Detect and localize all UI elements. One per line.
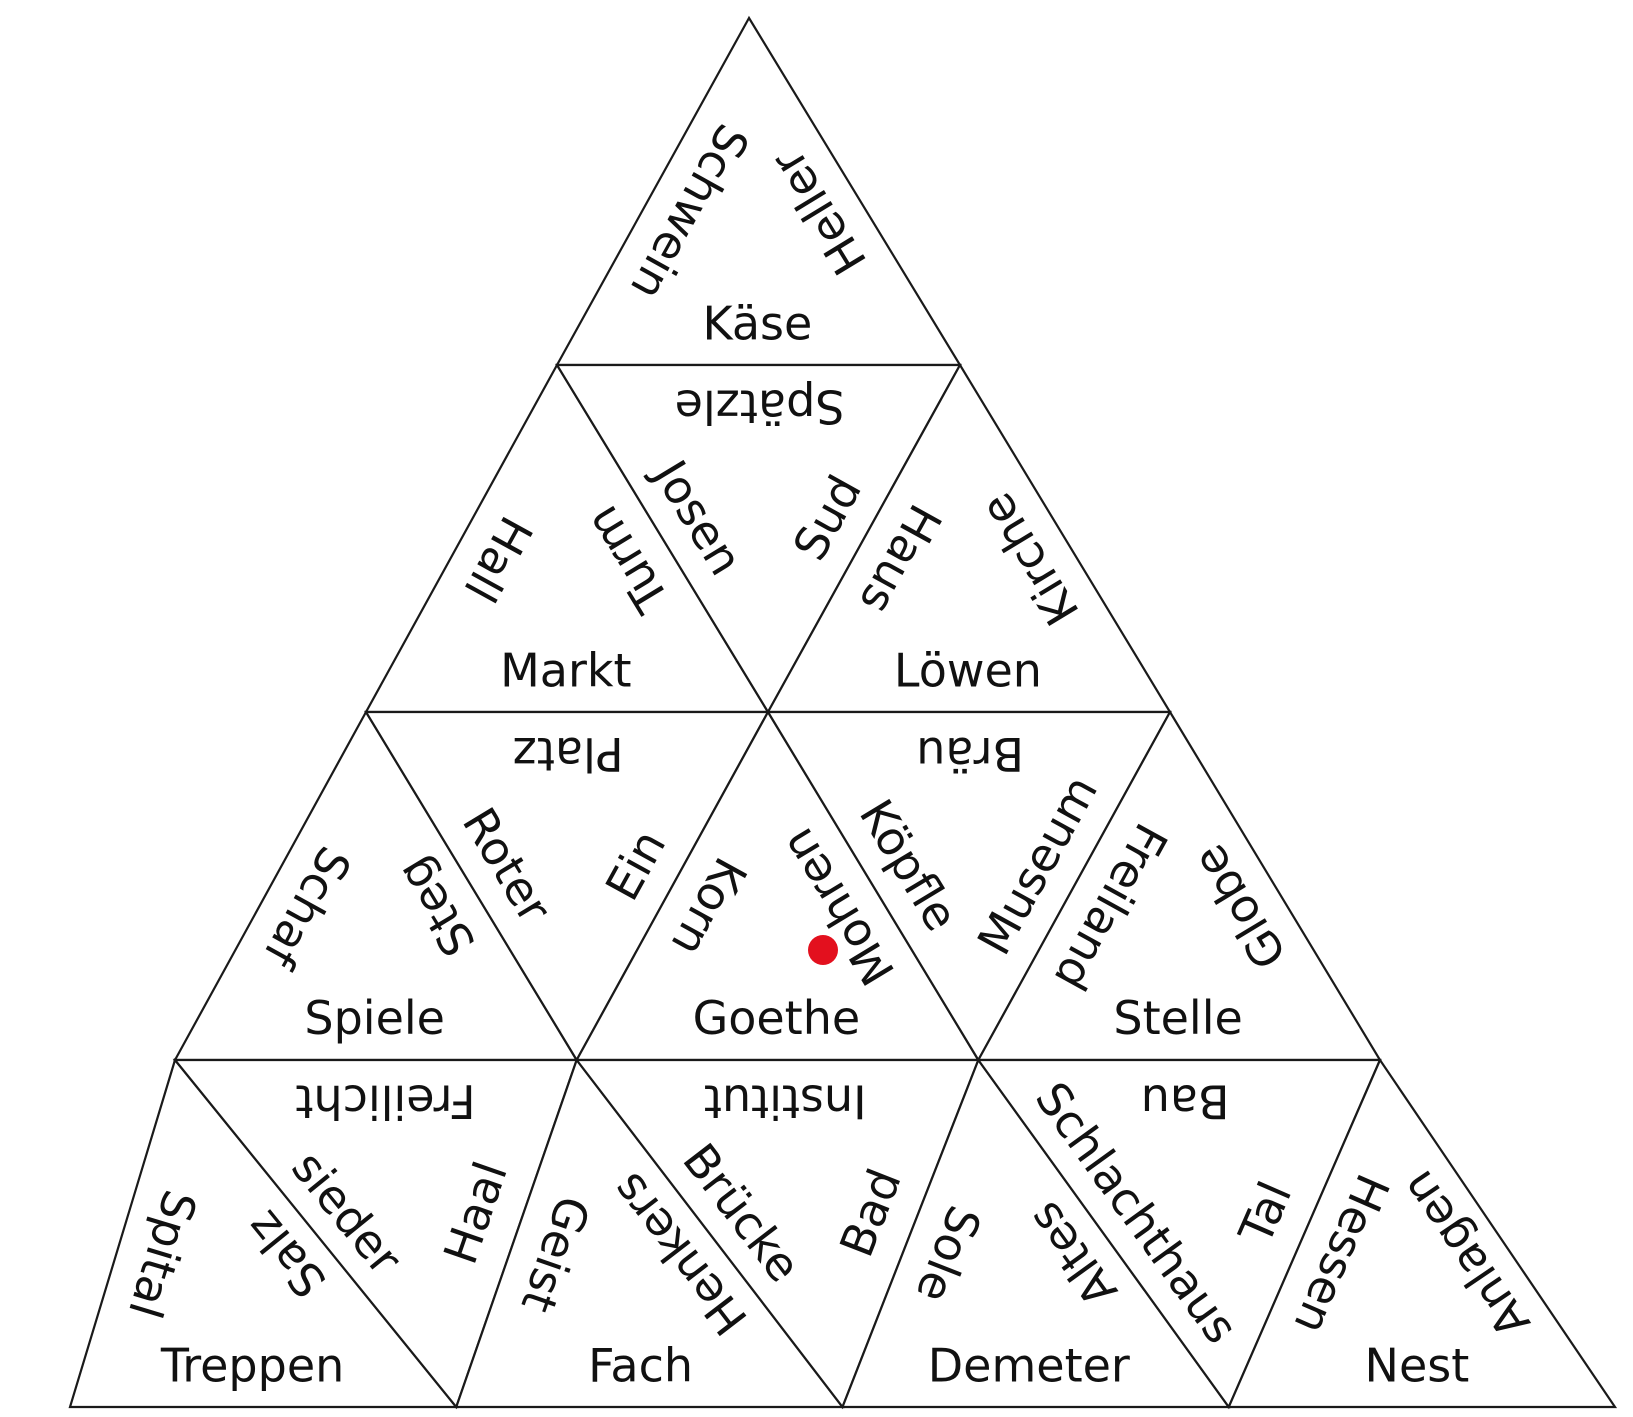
red-marker-dot [808,935,838,965]
tile-word: Bräu [916,727,1024,781]
tile-word: Treppen [160,1338,344,1392]
tile-word: Markt [500,643,631,697]
tile-word: Stelle [1113,991,1242,1045]
tile-word: Bau [1141,1075,1230,1129]
tile-word: Institut [704,1075,867,1129]
tile-word: Goethe [693,991,861,1045]
tile-word: Fach [588,1338,693,1392]
tile-word: Spiele [304,991,445,1045]
tile-word: Löwen [894,643,1042,697]
puzzle-tiles [68,15,1618,1410]
tile-word: Demeter [928,1338,1130,1392]
tile-word: Platz [513,727,624,781]
tile-word: Nest [1365,1338,1470,1392]
tile-word: Käse [702,296,812,350]
tile-r4-up-4[interactable] [1227,1057,1618,1409]
tile-word: Freilicht [295,1075,475,1129]
tile-word: Spätzle [675,380,845,434]
